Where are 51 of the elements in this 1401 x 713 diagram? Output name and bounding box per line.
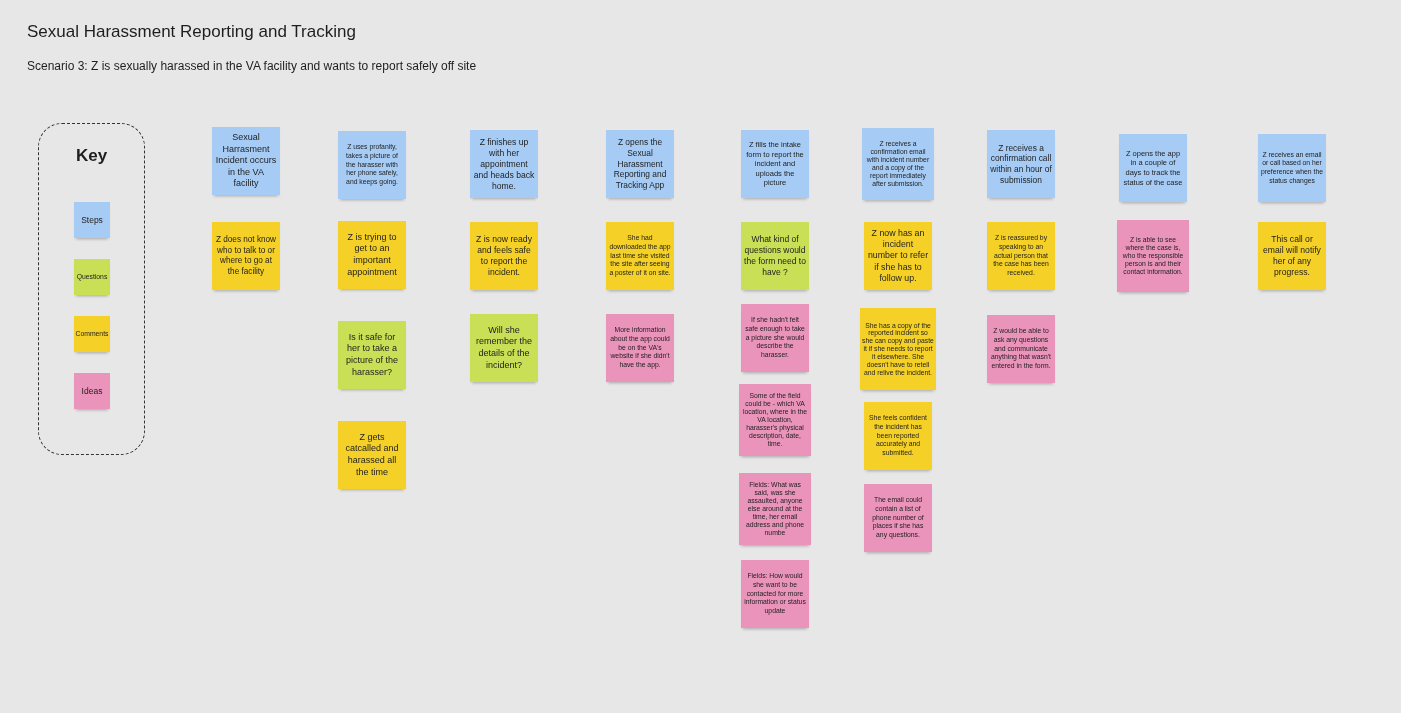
note-text: Z opens the Sexual Harassment Reporting and Tracking App — [612, 137, 668, 191]
sticky-note — [212, 222, 280, 290]
sticky-note — [862, 128, 934, 200]
sticky-note — [741, 130, 809, 198]
note-text: Z does not know who to talk to or where to go at the facility — [215, 235, 277, 277]
sticky-note — [739, 473, 811, 545]
note-text: Z is now ready and feels safe to report the incident. — [475, 234, 533, 278]
sticky-note — [338, 321, 406, 389]
note-text: This call or email will notify her of any progress. — [1262, 234, 1322, 278]
sticky-note — [470, 314, 538, 382]
sticky-note — [74, 202, 110, 238]
sticky-note — [338, 221, 406, 289]
note-text: Sexual Harrasment Incident occurs in the VA facility — [215, 132, 277, 190]
note-text: Z gets catcalled and harassed all the time — [344, 431, 400, 479]
sticky-note — [470, 130, 538, 198]
note-text: Z now has an incident number to refer if she has to follow up. — [867, 227, 929, 285]
note-text: Will she remember the details of the incident? — [475, 324, 533, 372]
sticky-note — [1258, 134, 1326, 202]
note-text: Z receives a confirmation call within an hour of submission — [990, 142, 1052, 186]
subtitle: Scenario 3: Z is sexually harassed in the VA facility and wants to report safely off site — [27, 59, 477, 73]
note-text: Is it safe for her to take a picture of the harasser? — [345, 331, 399, 379]
sticky-note — [74, 373, 110, 409]
note-text: Z is trying to get to an important appointment — [346, 231, 398, 279]
sticky-note — [741, 560, 809, 628]
sticky-note — [74, 316, 110, 352]
note-text: Steps — [81, 214, 103, 226]
note-text: What kind of questions would the form need to have ? — [744, 234, 806, 278]
sticky-note — [606, 314, 674, 382]
sticky-note — [606, 222, 674, 290]
title: Sexual Harassment Reporting and Tracking — [27, 22, 356, 42]
sticky-note — [860, 308, 936, 390]
sticky-note — [606, 130, 674, 198]
key-heading: Key — [74, 146, 109, 166]
sticky-note — [470, 222, 538, 290]
note-text: Ideas — [81, 385, 103, 397]
sticky-note — [864, 484, 932, 552]
sticky-note — [739, 384, 811, 456]
sticky-note — [74, 259, 110, 295]
note-text: Z finishes up with her appointment and heads back home. — [473, 136, 535, 192]
sticky-note — [987, 130, 1055, 198]
sticky-note — [338, 421, 406, 489]
sticky-note — [741, 222, 809, 290]
key-panel — [38, 123, 145, 455]
sticky-note — [987, 315, 1055, 383]
sticky-note — [987, 222, 1055, 290]
sticky-note — [864, 402, 932, 470]
sticky-note — [1119, 134, 1187, 202]
sticky-note — [1258, 222, 1326, 290]
sticky-note — [741, 304, 809, 372]
sticky-note — [1117, 220, 1189, 292]
sticky-note — [338, 131, 406, 199]
